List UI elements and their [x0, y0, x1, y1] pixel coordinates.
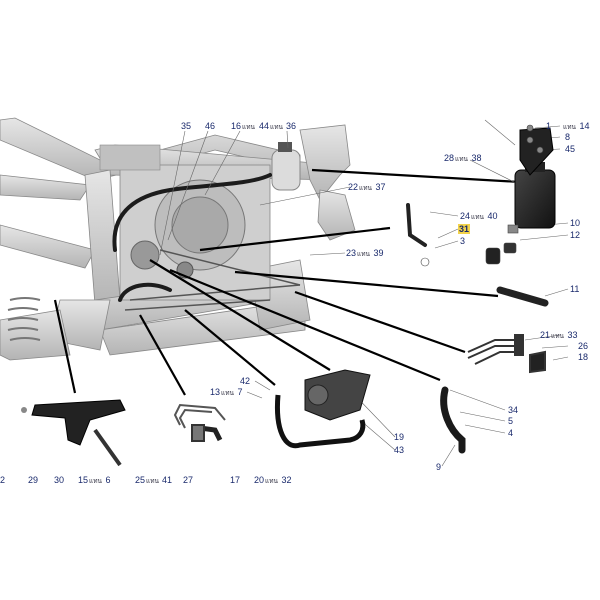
coil-spring: [7, 297, 41, 341]
callout-16: 16แทน: [231, 121, 255, 131]
callout-20: 20แทน 32: [254, 475, 292, 485]
small-fittings: [420, 124, 544, 267]
callout-2: 2: [0, 475, 6, 485]
callout-11: 11: [570, 284, 580, 294]
hose-34: [440, 386, 466, 454]
callout-36: 36: [286, 121, 297, 131]
callout-26: 26: [578, 341, 589, 351]
callout-42: 42: [240, 376, 251, 386]
callout-28: 28แทน 38: [444, 153, 482, 163]
callout-22: 22แทน 37: [348, 182, 386, 192]
callout-4: 4: [508, 428, 514, 438]
callout-13: 13แทน 7: [210, 387, 243, 397]
callout-pointers: [53, 168, 521, 396]
hose-11: [496, 286, 549, 307]
callout-27: 27: [183, 475, 194, 485]
leader-lines: [159, 119, 569, 467]
callout-9: 9: [436, 462, 442, 472]
line-set-21: [467, 334, 546, 374]
car-hoses: [112, 173, 272, 302]
callout-43: 43: [394, 445, 405, 455]
callout-41: 41: [162, 475, 173, 485]
bracket-29: [21, 399, 126, 467]
reservoir-part: [514, 127, 556, 229]
callout-15: 15แทน 6: [78, 475, 111, 485]
pipe-assembly: [173, 403, 226, 442]
callout-14: แทน 14: [563, 121, 590, 131]
callout-35: 35: [181, 121, 192, 131]
callout-44: 44แทน: [259, 121, 283, 131]
callout-31-highlighted: 31: [458, 224, 471, 234]
callout-17: 17: [230, 475, 241, 485]
callout-21: 21แทน 33: [540, 330, 578, 340]
callout-23: 23แทน 39: [346, 248, 384, 258]
callout-19: 19: [394, 432, 405, 442]
callout-46: 46: [205, 121, 216, 131]
callout-8: 8: [565, 132, 571, 142]
callout-25: 25แทน: [135, 475, 159, 485]
callout-3: 3: [460, 236, 466, 246]
hose-24: [406, 203, 427, 247]
steering-rack: [274, 369, 371, 449]
car-reservoir: [271, 142, 301, 191]
callout-12: 12: [570, 230, 581, 240]
callout-18: 18: [578, 352, 589, 362]
callout-24: 24แทน 40: [460, 211, 498, 221]
callout-29: 29: [28, 475, 39, 485]
callout-1: 1: [546, 121, 552, 131]
callout-10: 10: [570, 218, 581, 228]
callout-45: 45: [565, 144, 576, 154]
callout-34: 34: [508, 405, 519, 415]
callout-30: 30: [54, 475, 65, 485]
callout-5: 5: [508, 416, 514, 426]
